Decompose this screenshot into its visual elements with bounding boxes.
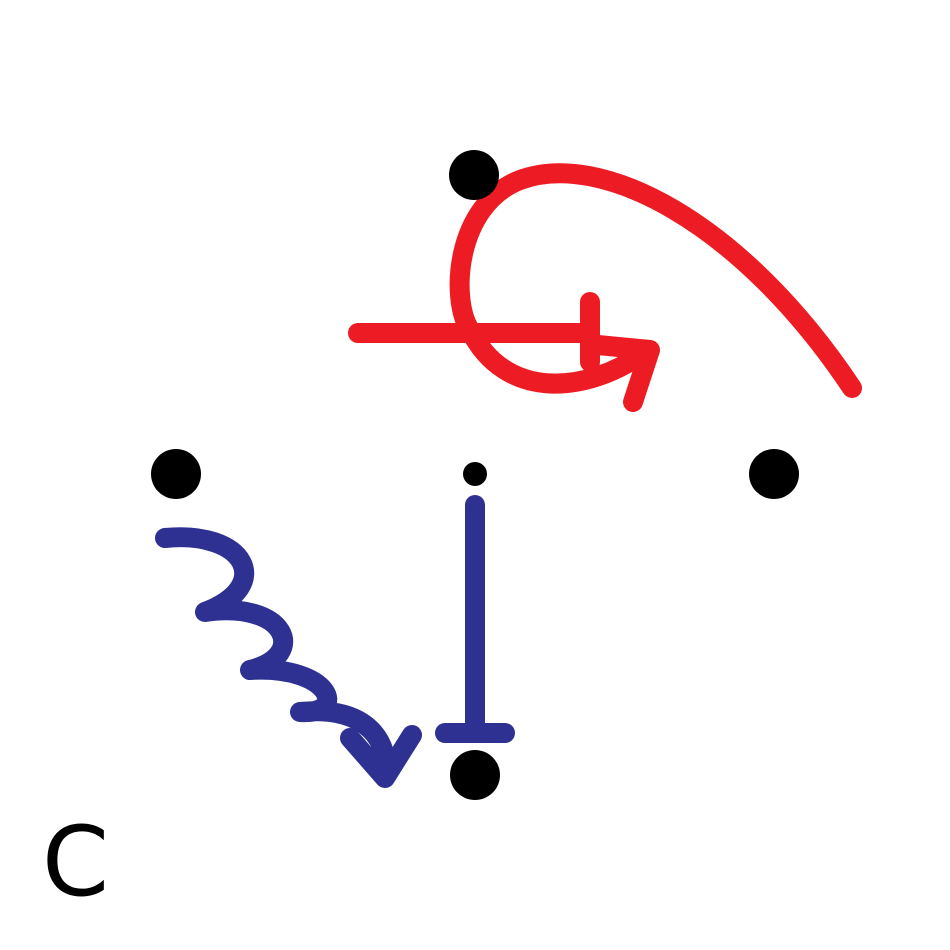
node-left xyxy=(151,449,201,499)
node-center xyxy=(463,462,487,486)
red-curved-arrow xyxy=(449,163,862,398)
red-arrowhead xyxy=(588,335,660,412)
panel-label: C xyxy=(42,806,109,918)
blue-wavy-arrow xyxy=(155,527,396,785)
blue-arrowhead xyxy=(340,725,422,788)
node-top xyxy=(449,150,499,200)
node-bottom xyxy=(450,750,500,800)
node-right xyxy=(749,449,799,499)
